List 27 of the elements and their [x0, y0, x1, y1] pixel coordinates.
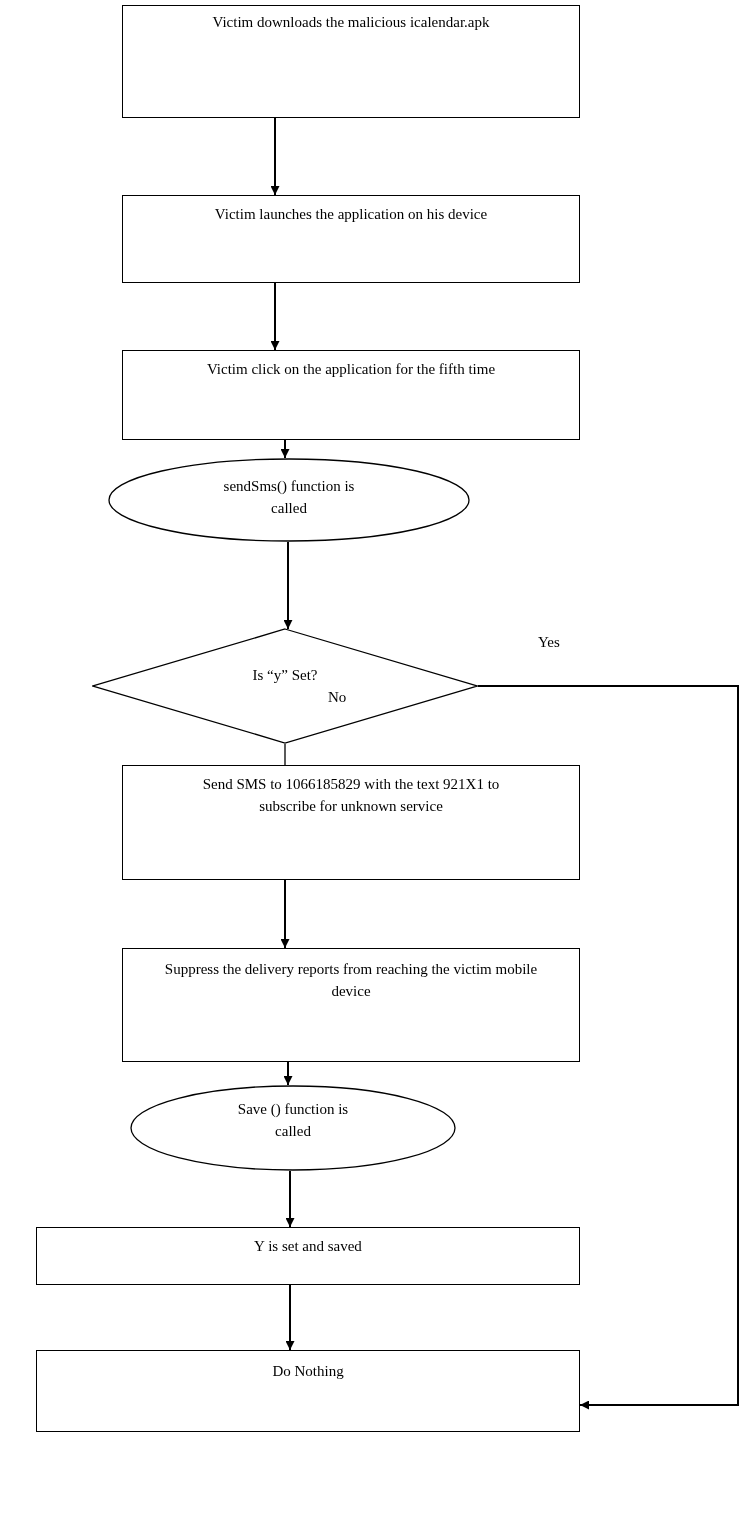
- connector-line: [284, 743, 286, 766]
- node-text: sendSms() function is called: [222, 477, 356, 518]
- arrow: [270, 282, 280, 351]
- node-text: Is “y” Set?: [252, 666, 318, 685]
- arrow: [477, 685, 739, 1410]
- arrow: [280, 439, 290, 459]
- process-box: [122, 948, 580, 1062]
- node-text: Send SMS to 1066185829 with the text 921X1 to subscribe for unknown service: [201, 775, 501, 816]
- node-text: Y is set and saved: [254, 1237, 362, 1256]
- arrow: [285, 1170, 295, 1228]
- node-text: Victim launches the application on his device: [214, 205, 488, 224]
- process-box: [36, 1227, 580, 1285]
- arrow: [270, 117, 280, 196]
- node-text: Victim click on the application for the fifth time: [206, 360, 496, 379]
- arrow: [285, 1284, 295, 1351]
- process-box: [36, 1350, 580, 1432]
- node-text: Victim downloads the malicious icalendar.apk: [212, 13, 490, 32]
- process-box: [122, 195, 580, 283]
- arrow: [280, 879, 290, 949]
- node-text: Do Nothing: [272, 1362, 344, 1381]
- arrow: [283, 541, 293, 630]
- arrow: [283, 1061, 293, 1086]
- process-box: [122, 765, 580, 880]
- process-box: [122, 5, 580, 118]
- node-text: Save () function is called: [236, 1100, 350, 1141]
- node-text: Suppress the delivery reports from reaching the victim mobile device: [163, 960, 539, 1001]
- process-box: [122, 350, 580, 440]
